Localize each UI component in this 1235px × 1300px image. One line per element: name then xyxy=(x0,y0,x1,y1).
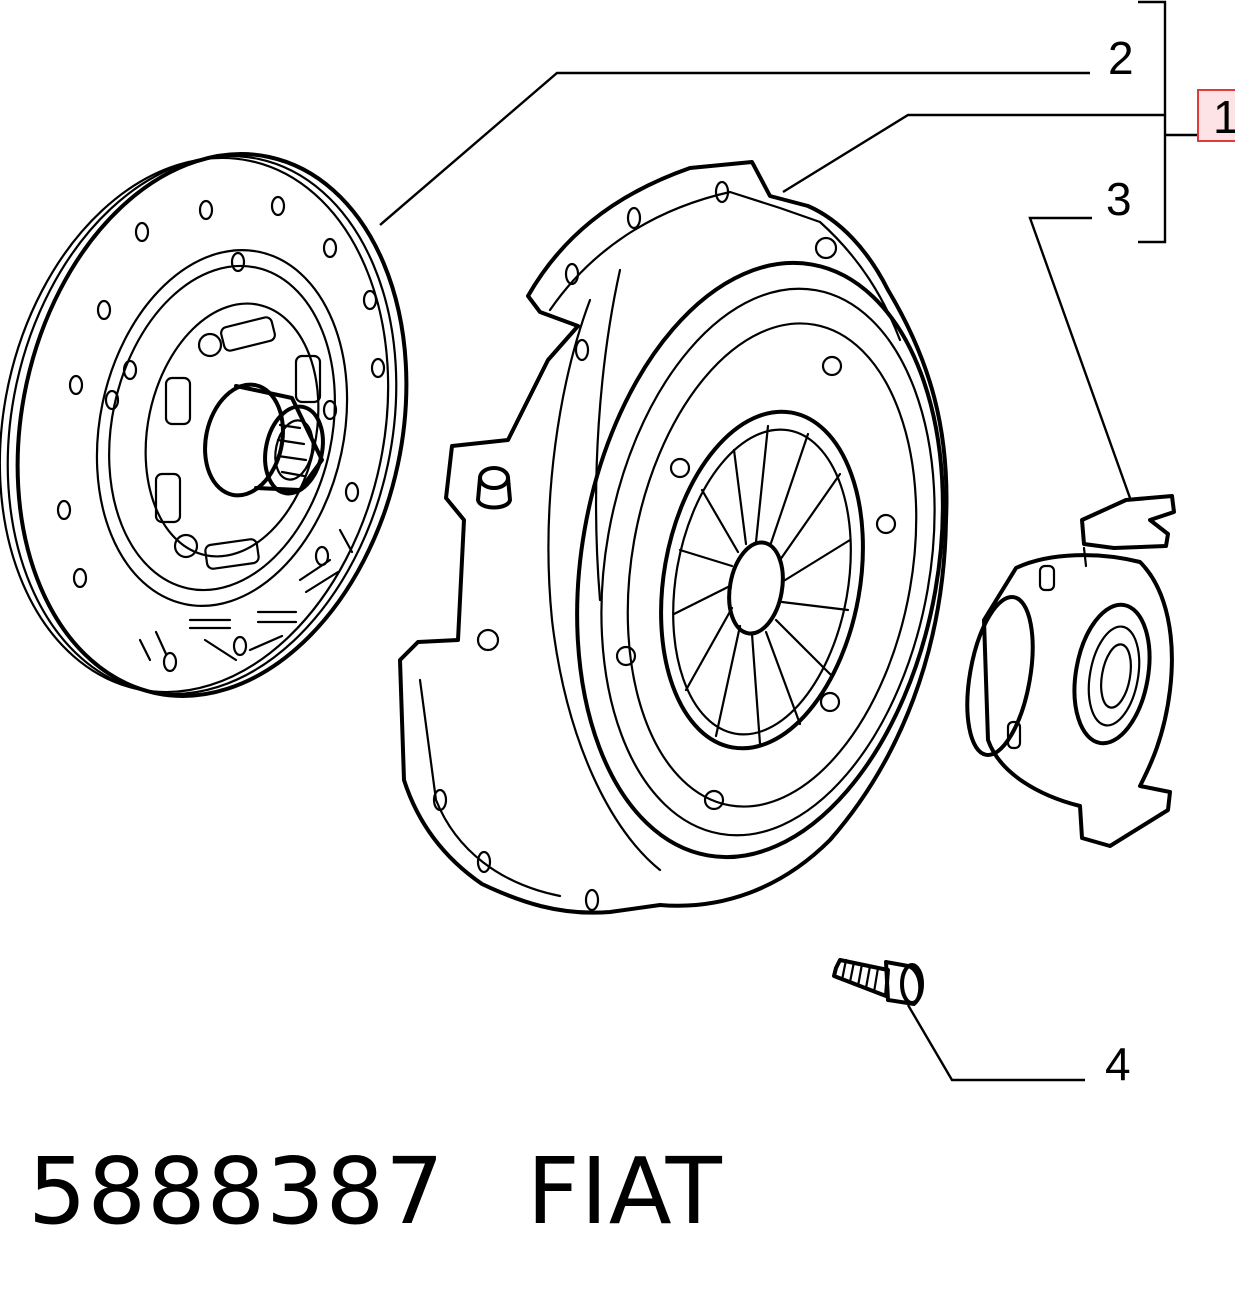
disc-leader xyxy=(379,71,1090,226)
bolt-leader xyxy=(906,1004,1085,1082)
pressure-plate xyxy=(398,160,949,915)
bolt xyxy=(832,958,924,1006)
brand-name: FIAT xyxy=(526,1138,723,1245)
pressure-plate-leader xyxy=(782,113,1165,194)
release-bearing xyxy=(965,494,1176,848)
callout-4: 4 xyxy=(1105,1038,1131,1090)
callout-3: 3 xyxy=(1106,173,1132,225)
part-caption: 5888387 FIAT xyxy=(28,1138,723,1245)
callout-1-box: 1 xyxy=(1197,89,1235,143)
bearing-leader xyxy=(1028,216,1132,499)
callout-1: 1 xyxy=(1213,91,1235,143)
kit-bracket xyxy=(1138,0,1167,244)
leader-lines xyxy=(379,0,1198,1082)
part-number: 5888387 xyxy=(28,1138,445,1245)
callout-2: 2 xyxy=(1108,32,1134,84)
clutch-disc xyxy=(0,152,409,698)
